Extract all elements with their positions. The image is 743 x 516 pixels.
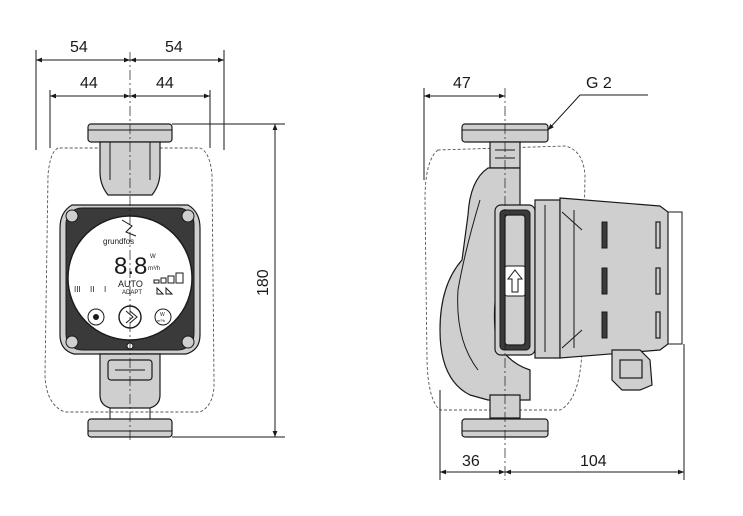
display-toggle-button[interactable]: W m³/h: [154, 308, 172, 326]
right-button-top: W: [160, 312, 165, 318]
display-readout: 8.8: [114, 253, 147, 280]
dim-front-inner-right: 44: [156, 75, 174, 92]
thread-label: G 2: [586, 75, 612, 92]
night-mode-button[interactable]: [87, 308, 105, 326]
dim-side-bottom-right: 104: [580, 453, 607, 470]
flow-direction-arrow-icon: [504, 265, 526, 297]
brand-text: grundfos: [103, 237, 134, 246]
curve-icons: [156, 286, 174, 295]
side-envelope-outline: [424, 145, 586, 411]
unit-bottom: m³/h: [148, 266, 160, 272]
unit-top: W: [150, 254, 156, 260]
front-view: grundfos 8.8 W m³/h AUTO ADAPT III II I: [35, 39, 285, 440]
dim-front-inner-left: 44: [80, 75, 98, 92]
adapt-label: ADAPT: [122, 290, 142, 296]
side-motor-body: [559, 197, 669, 359]
auto-label: AUTO: [118, 279, 143, 289]
dim-side-bottom-left: 36: [462, 453, 480, 470]
side-control-head: [534, 199, 561, 359]
bar-label-3: III: [74, 285, 81, 294]
front-envelope-outline: [44, 147, 215, 413]
dim-front-outer-right: 54: [165, 39, 183, 56]
bar-label-2: II: [90, 285, 94, 294]
grundfos-logo-icon: grundfos: [103, 219, 137, 246]
side-view: 47 G 2 36 104: [423, 75, 685, 480]
level-bars-icon: [153, 272, 184, 284]
bar-label-1: I: [104, 285, 106, 294]
dim-side-top: 47: [453, 75, 471, 92]
dim-front-outer-left: 54: [70, 39, 88, 56]
dim-front-height: 180: [255, 269, 272, 296]
right-button-bottom: m³/h: [157, 318, 165, 323]
